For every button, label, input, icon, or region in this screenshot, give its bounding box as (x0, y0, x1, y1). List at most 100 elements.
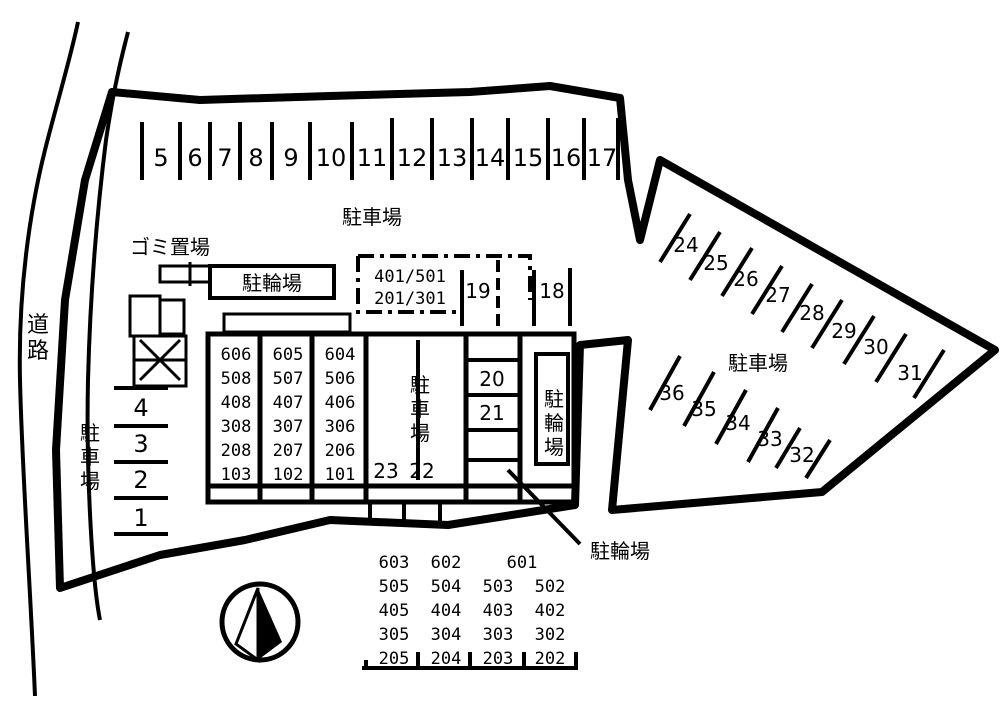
main-building (205, 331, 577, 505)
unit-403: 403 (483, 601, 514, 621)
bicycle-parking-inner-char-1: 駐 (544, 387, 564, 411)
unit-405: 405 (379, 601, 410, 621)
unit-503: 503 (483, 577, 514, 597)
unit-203: 203 (483, 649, 514, 669)
unit-206: 206 (325, 441, 356, 461)
unit-601: 601 (507, 553, 538, 573)
parking-space-9: 9 (283, 144, 298, 172)
unit-columns-left: 6065084083082081036055074073072071026045… (221, 345, 356, 485)
unit-604: 604 (325, 345, 356, 365)
parking-space-5: 5 (153, 144, 168, 172)
parking-space-8: 8 (248, 144, 263, 172)
parking-space-35: 35 (691, 397, 716, 421)
parking-space-11: 11 (357, 144, 388, 172)
parking-space-21: 21 (479, 401, 504, 425)
garbage-station (158, 262, 212, 286)
parking-space-32: 32 (789, 443, 814, 467)
unit-506: 506 (325, 369, 356, 389)
unit-307: 307 (273, 417, 304, 437)
parking-label-inner: 駐 車 場 (410, 373, 430, 445)
bicycle-parking-bottom-label: 駐輪場 (590, 539, 650, 563)
top-row-parking (140, 118, 620, 180)
parking-space-24: 24 (673, 233, 698, 257)
unit-305: 305 (379, 625, 410, 645)
unit-502: 502 (535, 577, 566, 597)
parking-space-27: 27 (765, 283, 790, 307)
road-label: 道 路 (27, 313, 49, 364)
parking-space-28: 28 (799, 301, 824, 325)
left-parking-numbers: 4 3 2 1 (133, 394, 148, 532)
unit-507: 507 (273, 369, 304, 389)
bicycle-parking-inner-char-2: 輪 (544, 411, 564, 435)
parking-space-15: 15 (513, 144, 544, 172)
parking-space-30: 30 (863, 335, 888, 359)
parking-label-top: 駐車場 (342, 205, 402, 229)
parking-label-inner-char-2: 車 (410, 397, 430, 421)
parking-space-34: 34 (725, 411, 750, 435)
parking-label-inner-char-3: 場 (410, 421, 430, 445)
inner-parking-lines (368, 340, 570, 522)
unit-306: 306 (325, 417, 356, 437)
unit-602: 602 (431, 553, 462, 573)
parking-space-3: 3 (133, 430, 148, 458)
unit-101: 101 (325, 465, 356, 485)
unit-508: 508 (221, 369, 252, 389)
parking-space-4: 4 (133, 394, 148, 422)
parking-space-1: 1 (133, 504, 148, 532)
bicycle-parking-leader-line (506, 468, 582, 546)
unit-208: 208 (221, 441, 252, 461)
road-label-char-1: 道 (27, 313, 49, 338)
unit-columns-bottom: 603 505 405 305 205 602 504 404 304 204 601 503 403 3… (379, 553, 566, 669)
bicycle-parking-inner-label: 駐 輪 場 (544, 387, 564, 459)
parking-space-22: 22 (409, 459, 434, 483)
bicycle-parking-inner-char-3: 場 (544, 435, 564, 459)
parking-space-12: 12 (397, 144, 428, 172)
parking-space-20: 20 (479, 367, 504, 391)
left-parking (114, 386, 168, 536)
parking-label-left: 駐 車 場 (80, 421, 100, 493)
unit-308: 308 (221, 417, 252, 437)
dashed-building-outline (356, 254, 532, 314)
bicycle-parking-top-box (208, 264, 336, 300)
unit-302: 302 (535, 625, 566, 645)
unit-205: 205 (379, 649, 410, 669)
unit-407: 407 (273, 393, 304, 413)
unit-304: 304 (431, 625, 462, 645)
parking-space-7: 7 (217, 144, 232, 172)
bottom-unit-baseline (362, 652, 578, 670)
unit-606: 606 (221, 345, 252, 365)
bicycle-parking-top-label: 駐輪場 (242, 271, 302, 295)
parking-space-26: 26 (733, 267, 758, 291)
parking-space-36: 36 (659, 381, 684, 405)
parking-label-left-char-1: 駐 (80, 421, 100, 445)
unit-103: 103 (221, 465, 252, 485)
parking-space-19: 19 (465, 279, 490, 303)
parking-label-right: 駐車場 (728, 351, 788, 375)
unit-505: 505 (379, 577, 410, 597)
unit-603: 603 (379, 553, 410, 573)
unit-402: 402 (535, 601, 566, 621)
unit-404: 404 (431, 601, 462, 621)
right-upper-parking-lines (658, 212, 946, 400)
dashed-box-units-top: 401/501 (374, 267, 446, 287)
right-lower-parking-lines (648, 355, 832, 480)
unit-408: 408 (221, 393, 252, 413)
parking-space-18: 18 (539, 279, 564, 303)
parking-space-2: 2 (133, 466, 148, 494)
parking-space-23: 23 (373, 459, 398, 483)
parking-space-16: 16 (551, 144, 582, 172)
unit-102: 102 (273, 465, 304, 485)
parking-label-left-char-2: 車 (80, 445, 100, 469)
unit-504: 504 (431, 577, 462, 597)
parking-space-33: 33 (757, 427, 782, 451)
dashed-box-units-bottom: 201/301 (374, 289, 446, 309)
parking-space-10: 10 (316, 144, 347, 172)
unit-204: 204 (431, 649, 462, 669)
unit-303: 303 (483, 625, 514, 645)
parking-space-25: 25 (703, 251, 728, 275)
parking-label-inner-char-1: 駐 (410, 373, 430, 397)
parking-space-29: 29 (831, 319, 856, 343)
